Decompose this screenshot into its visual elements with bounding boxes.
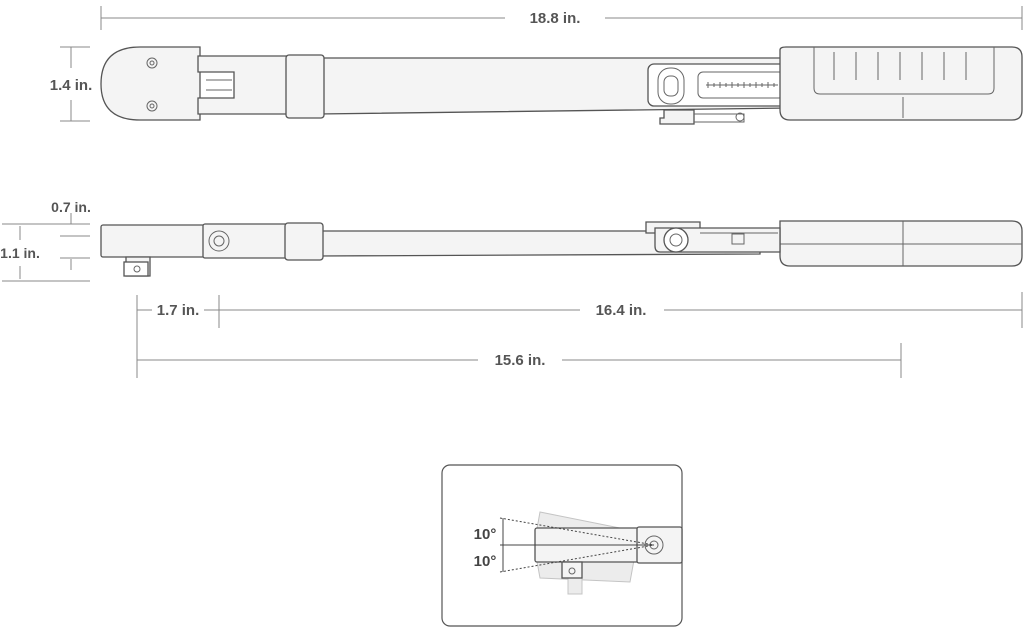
effective-length-label: 16.4 in. <box>596 302 647 319</box>
drive-offset-label: 1.7 in. <box>157 302 200 319</box>
center-to-grip-label: 15.6 in. <box>495 352 546 369</box>
wrench-top-view <box>100 46 1023 125</box>
angle-down-label: 10° <box>474 553 497 570</box>
flex-head-angle-inset: 10° 10° <box>441 464 683 627</box>
angle-up-label: 10° <box>474 526 497 543</box>
head-width-dimension: 1.4 in. <box>50 46 93 122</box>
overall-length-dimension: 18.8 in. <box>100 6 1023 30</box>
head-thickness-label: 0.7 in. <box>51 199 91 215</box>
effective-length-dimension: 16.4 in. <box>219 292 1023 328</box>
wrench-side-view <box>100 220 1023 277</box>
drive-height-label: 1.1 in. <box>0 245 40 261</box>
head-width-label: 1.4 in. <box>50 77 93 94</box>
drive-height-dimension: 1.1 in. <box>0 223 90 282</box>
center-to-grip-dimension: 15.6 in. <box>137 343 902 378</box>
drive-offset-dimension: 1.7 in. <box>136 295 220 378</box>
head-thickness-dimension: 0.7 in. <box>51 199 91 270</box>
overall-length-label: 18.8 in. <box>530 10 581 27</box>
